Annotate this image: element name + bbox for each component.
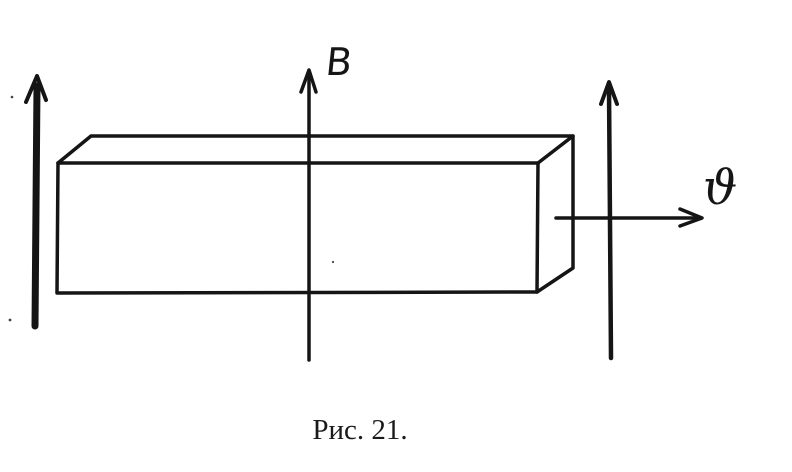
bar-front-face xyxy=(55,161,540,295)
bar-top-face xyxy=(56,134,575,165)
figure-caption: Рис. 21. xyxy=(312,414,408,446)
bar xyxy=(55,134,575,295)
field-line-right xyxy=(599,80,619,361)
scan-specks xyxy=(8,95,335,322)
magnetic-field-label: B xyxy=(323,40,355,84)
field-line-left xyxy=(24,74,48,330)
velocity-label: ϑ xyxy=(703,160,738,216)
velocity-arrow xyxy=(554,207,704,228)
bar-right-face xyxy=(535,134,575,294)
field-line-b xyxy=(299,68,318,362)
